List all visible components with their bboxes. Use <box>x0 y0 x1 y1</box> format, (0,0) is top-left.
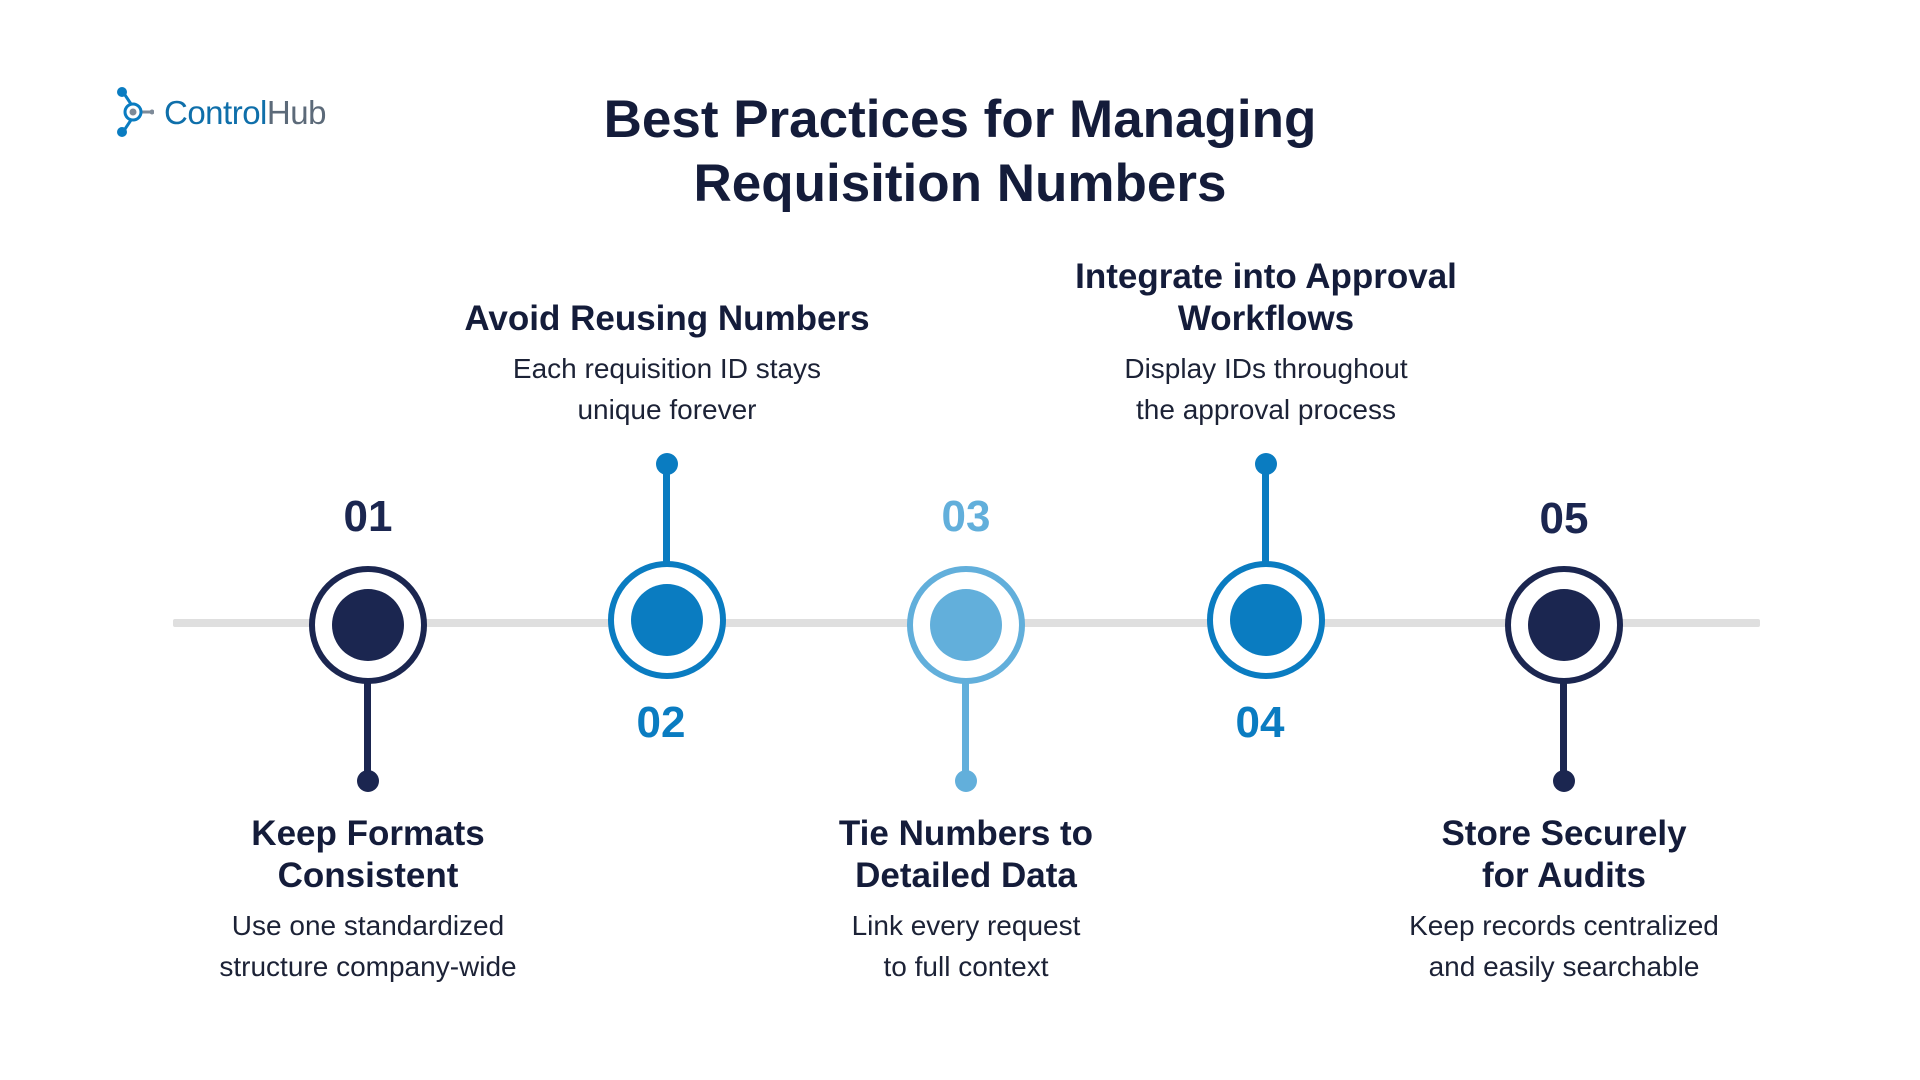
step-node <box>309 566 427 684</box>
step-description-line: Each requisition ID stays <box>512 353 822 384</box>
step-description-line: unique forever <box>577 394 757 425</box>
step-heading-line: Store Securely <box>1441 814 1687 853</box>
step-node <box>907 566 1025 684</box>
step-heading-line: Tie Numbers to <box>838 814 1094 853</box>
step-node-core <box>332 589 404 661</box>
brand-name-part1: Control <box>164 93 267 131</box>
step-connector-dot <box>1553 770 1575 792</box>
step-description-line: to full context <box>883 951 1049 982</box>
step-description-line: Link every request <box>851 910 1081 941</box>
step-heading: Store Securely for Audits <box>1334 813 1794 897</box>
step-heading-line: Avoid Reusing Numbers <box>464 299 870 338</box>
step-description: Use one standardized structure company-w… <box>138 905 598 987</box>
step-heading-line: Consistent <box>277 856 459 895</box>
brand-name-part2: Hub <box>266 93 327 131</box>
step-heading-line: Workflows <box>1177 299 1355 338</box>
step-text: Avoid Reusing Numbers Each requisition I… <box>437 298 897 430</box>
step-description-line: the approval process <box>1136 394 1396 425</box>
step-heading-line: for Audits <box>1482 856 1646 895</box>
step-number: 03 <box>941 492 991 541</box>
step-description-line: structure company-wide <box>219 951 517 982</box>
step-description: Display IDs throughout the approval proc… <box>1036 348 1496 430</box>
brand-name: ControlHub <box>164 96 326 129</box>
step-description: Keep records centralized and easily sear… <box>1334 905 1794 987</box>
step-connector <box>1262 463 1269 563</box>
step-node <box>1207 561 1325 679</box>
step-connector <box>364 678 371 778</box>
step-description-line: Keep records centralized <box>1409 910 1719 941</box>
step-text: Keep Formats Consistent Use one standard… <box>138 813 598 987</box>
step-node <box>608 561 726 679</box>
step-description-line: Display IDs throughout <box>1124 353 1408 384</box>
step-heading-line: Integrate into Approval <box>1075 257 1457 296</box>
step-heading: Keep Formats Consistent <box>138 813 598 897</box>
step-node <box>1505 566 1623 684</box>
step-text: Integrate into Approval Workflows Displa… <box>1036 256 1496 430</box>
step-connector <box>962 678 969 778</box>
page-title: Best Practices for Managing Requisition … <box>0 88 1920 216</box>
step-connector-dot <box>955 770 977 792</box>
step-heading: Avoid Reusing Numbers <box>437 298 897 340</box>
page-title-line1: Best Practices for Managing <box>603 90 1317 149</box>
step-connector <box>1560 678 1567 778</box>
step-description-line: and easily searchable <box>1428 951 1700 982</box>
step-number: 02 <box>636 698 686 747</box>
controlhub-logo-icon <box>117 87 154 137</box>
step-node-core <box>631 584 703 656</box>
step-node-core <box>930 589 1002 661</box>
step-heading: Integrate into Approval Workflows <box>1036 256 1496 340</box>
step-connector-dot <box>357 770 379 792</box>
step-heading: Tie Numbers to Detailed Data <box>736 813 1196 897</box>
page-title-line2: Requisition Numbers <box>693 154 1227 213</box>
step-node-core <box>1528 589 1600 661</box>
step-text: Tie Numbers to Detailed Data Link every … <box>736 813 1196 987</box>
step-number: 05 <box>1539 494 1589 543</box>
step-description: Link every request to full context <box>736 905 1196 987</box>
step-heading-line: Detailed Data <box>855 856 1077 895</box>
step-node-core <box>1230 584 1302 656</box>
step-description: Each requisition ID stays unique forever <box>437 348 897 430</box>
step-number: 01 <box>343 492 393 541</box>
step-text: Store Securely for Audits Keep records c… <box>1334 813 1794 987</box>
step-connector <box>663 463 670 563</box>
step-heading-line: Keep Formats <box>251 814 485 853</box>
step-description-line: Use one standardized <box>231 910 505 941</box>
step-number: 04 <box>1235 698 1285 747</box>
brand-logo[interactable]: ControlHub <box>116 86 326 138</box>
